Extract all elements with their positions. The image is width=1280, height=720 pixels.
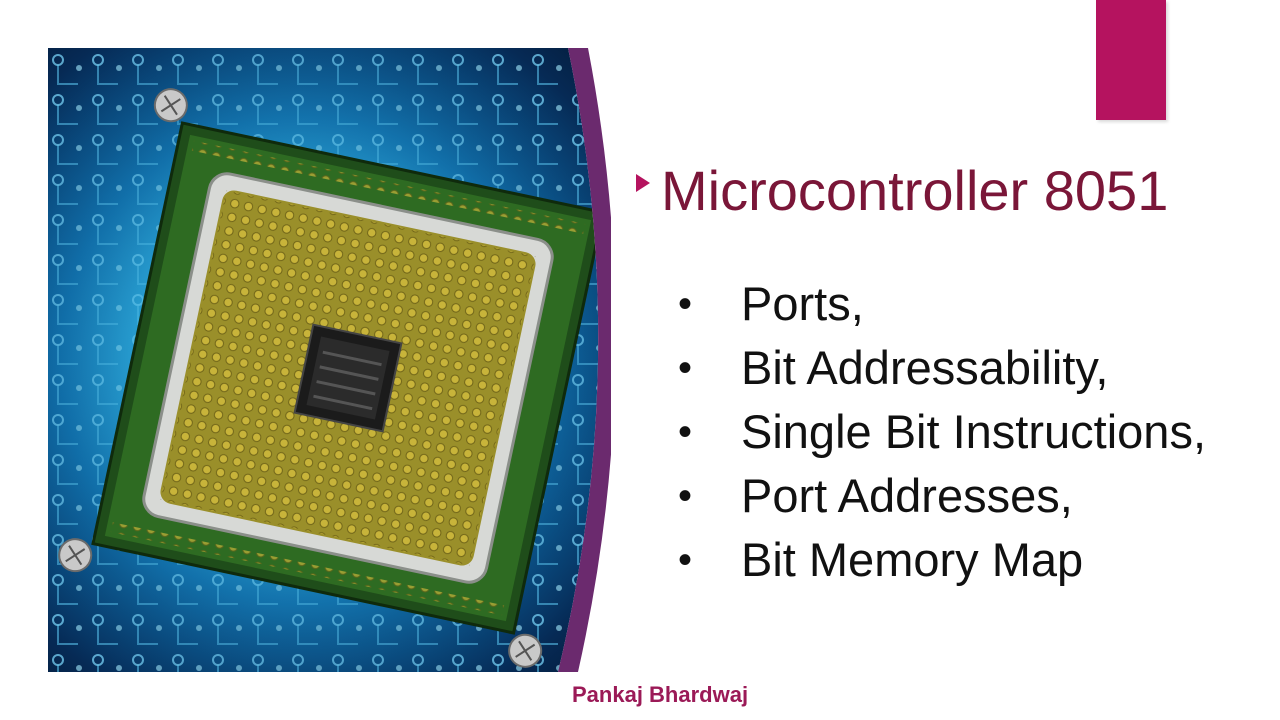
- chip-image: [48, 48, 611, 672]
- bullet-marker: •: [678, 538, 693, 582]
- purple-edge-decoration: [558, 48, 611, 672]
- bullet-text: Single Bit Instructions,: [741, 405, 1206, 458]
- slide-title: Microcontroller 8051: [661, 159, 1169, 222]
- bullet-marker: •: [678, 474, 693, 518]
- bullet-text: Port Addresses,: [741, 469, 1073, 522]
- author-name: Pankaj Bhardwaj: [572, 682, 749, 707]
- bullet-text: Bit Addressability,: [741, 341, 1109, 394]
- bullet-marker: •: [678, 346, 693, 390]
- accent-bar: [1096, 0, 1166, 120]
- bullet-text: Bit Memory Map: [741, 533, 1084, 586]
- triangle-right-icon: [636, 174, 650, 192]
- bullet-marker: •: [678, 282, 693, 326]
- bullet-text: Ports,: [741, 277, 864, 330]
- bullet-marker: •: [678, 410, 693, 454]
